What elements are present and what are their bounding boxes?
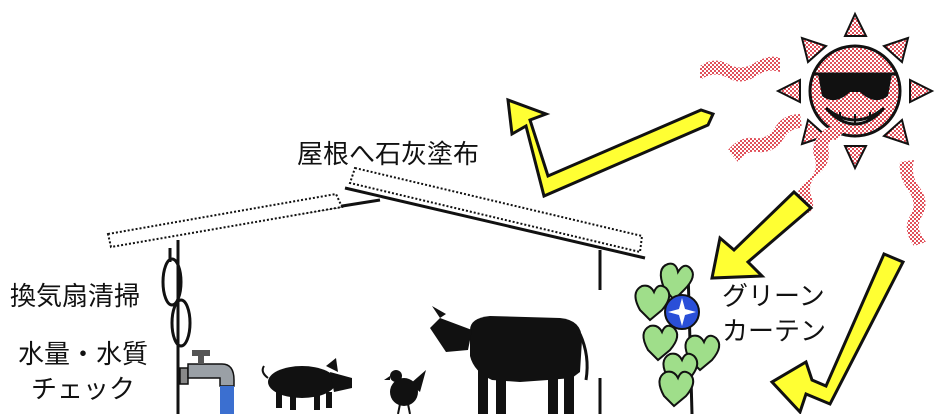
roof-lime-label: 屋根へ石灰塗布 xyxy=(297,140,480,170)
yellow-arrow-icon xyxy=(769,252,906,414)
pig-icon xyxy=(261,358,352,410)
water-check-label: 水量・水質 チェック xyxy=(8,340,158,406)
heat-wave-icon xyxy=(797,126,844,214)
water-stream xyxy=(220,386,234,414)
roof-lime-coating xyxy=(106,166,644,254)
heat-wave-icon xyxy=(728,114,802,162)
lime-band-right xyxy=(348,166,644,254)
sun-with-sunglasses-icon xyxy=(775,11,935,171)
yellow-arrow-icon xyxy=(710,189,814,280)
heat-waves xyxy=(700,56,926,246)
water-check-line2: チェック xyxy=(30,375,135,406)
water-faucet-icon xyxy=(179,350,235,414)
cow-icon xyxy=(430,306,589,414)
water-check-line1: 水量・水質 xyxy=(17,340,148,370)
yellow-arrow-icon xyxy=(506,97,716,199)
green-curtain-label: グリーン カーテン xyxy=(722,282,826,348)
arrows xyxy=(506,97,906,414)
heat-wave-icon xyxy=(700,56,780,82)
roof-right-slope xyxy=(344,186,646,260)
lime-band-left xyxy=(106,192,344,249)
fan-cleaning-label: 換気扇清掃 xyxy=(10,282,141,312)
chicken-icon xyxy=(384,370,426,414)
ventilation-fan-icon xyxy=(161,248,192,348)
green-curtain-line2: カーテン xyxy=(722,317,827,348)
green-curtain-vine-icon xyxy=(634,262,721,414)
green-curtain-line1: グリーン xyxy=(722,282,825,312)
heat-wave-icon xyxy=(899,160,926,246)
